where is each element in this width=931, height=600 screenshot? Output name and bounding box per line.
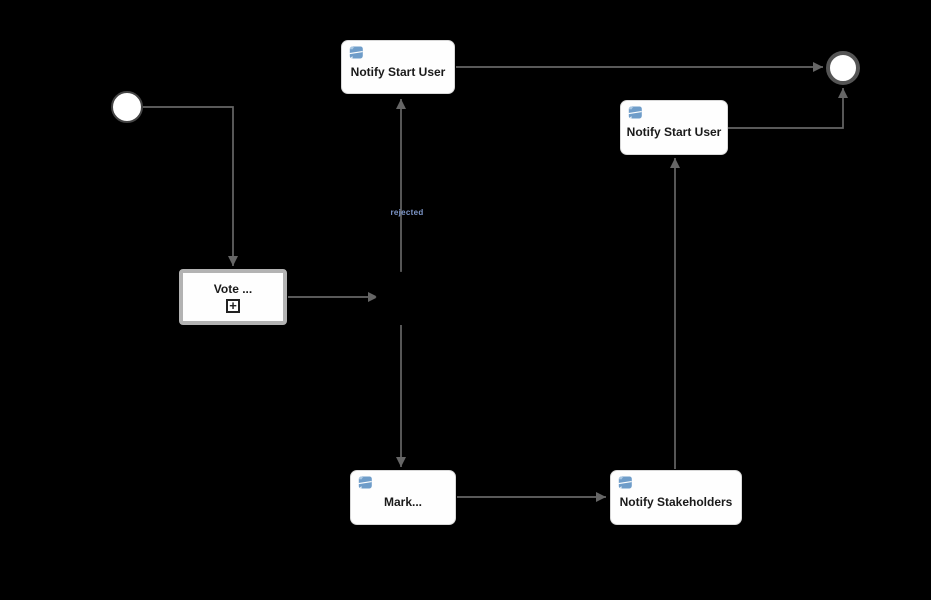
subprocess-vote[interactable]: Vote ... +: [179, 269, 287, 325]
task-label: Mark...: [383, 495, 422, 509]
start-event[interactable]: [111, 91, 143, 123]
edge-label-rejected[interactable]: rejected: [390, 208, 424, 217]
script-icon: [349, 46, 363, 59]
task-notify-start-user-right[interactable]: Notify Start User: [620, 100, 728, 155]
end-event[interactable]: [826, 51, 860, 85]
script-icon: [358, 476, 372, 489]
subprocess-label: Vote ...: [213, 281, 253, 296]
task-label: Notify Start User: [350, 64, 446, 79]
task-mark[interactable]: Mark...: [350, 470, 456, 525]
sequence-flow-start-to-vote[interactable]: [143, 106, 238, 266]
task-notify-start-user-top[interactable]: Notify Start User: [341, 40, 455, 94]
script-icon: [628, 106, 642, 119]
task-label: Notify Start User: [626, 125, 722, 139]
task-label: Notify Stakeholders: [619, 495, 733, 509]
plus-expand-marker-icon[interactable]: +: [226, 298, 240, 313]
script-icon: [618, 476, 632, 489]
task-notify-stakeholders[interactable]: Notify Stakeholders: [610, 470, 742, 525]
sequence-flow-notify-right-to-end[interactable]: [728, 88, 848, 129]
